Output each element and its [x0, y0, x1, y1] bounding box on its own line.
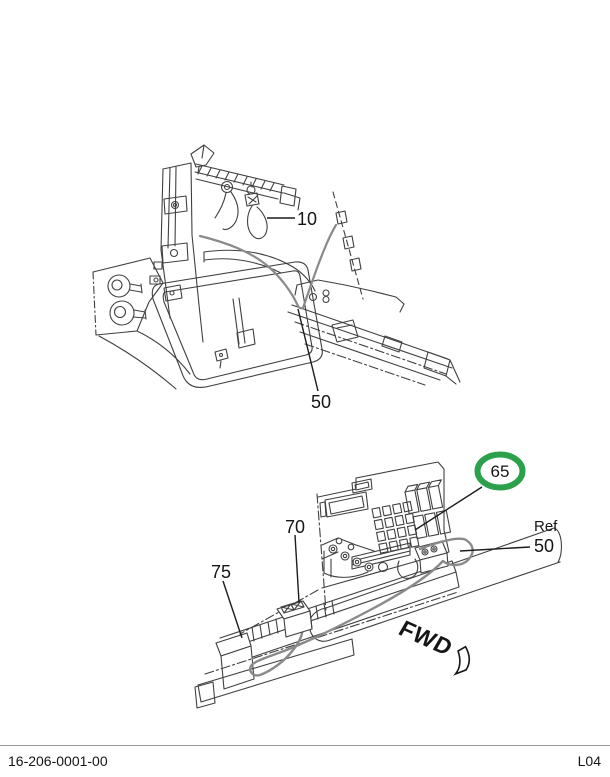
top-figure-door-frame [92, 144, 461, 390]
cowl-side-structure [287, 191, 461, 386]
fuse-panel [239, 461, 452, 635]
mounting-bracket [321, 537, 419, 579]
leader-line-65 [414, 486, 483, 531]
leader-line-70 [294, 534, 300, 603]
callout-75[interactable]: 75 [211, 562, 231, 582]
pillar-top-wedge [190, 144, 215, 174]
callout-65: 65 [491, 462, 510, 481]
relay-slot [319, 478, 373, 518]
wiring-harness-top [198, 223, 338, 310]
relay-bank [404, 479, 452, 540]
door-opening-frame [151, 261, 323, 388]
green-highlight-ring [474, 451, 526, 491]
ref-50-label: 50 [534, 536, 554, 556]
hinge-bracket [92, 257, 191, 390]
item-10-connector [244, 181, 268, 240]
fwd-label: FWD [394, 615, 458, 660]
callout-70[interactable]: 70 [285, 517, 305, 537]
leader-line-75 [222, 580, 243, 639]
leader-line-50-top [297, 308, 319, 392]
item-70-connector [276, 600, 313, 638]
lower-step-bar [194, 638, 355, 709]
leader-line-ref-50 [459, 546, 531, 552]
footer-divider [0, 745, 610, 746]
sill-rail [204, 560, 460, 690]
callout-ref-50[interactable]: Ref 50 [534, 518, 558, 556]
sheet-code: L04 [577, 753, 601, 769]
fwd-direction-indicator: FWD [394, 615, 471, 676]
a-pillar [149, 162, 204, 343]
leader-lines [222, 217, 531, 639]
harness-grommet [214, 180, 239, 231]
panel-connector [414, 540, 449, 574]
document-number: 16-206-0001-00 [8, 753, 108, 769]
callout-50-top[interactable]: 50 [311, 392, 331, 412]
fwd-arrow-icon [452, 645, 471, 676]
callout-65-highlighted[interactable]: 65 [474, 451, 526, 491]
callout-10[interactable]: 10 [297, 209, 317, 229]
top-rail [194, 163, 301, 211]
ref-prefix-label: Ref [534, 518, 558, 535]
wiring-harness-bottom [248, 537, 474, 677]
bottom-figure-fuse-panel [194, 461, 563, 709]
